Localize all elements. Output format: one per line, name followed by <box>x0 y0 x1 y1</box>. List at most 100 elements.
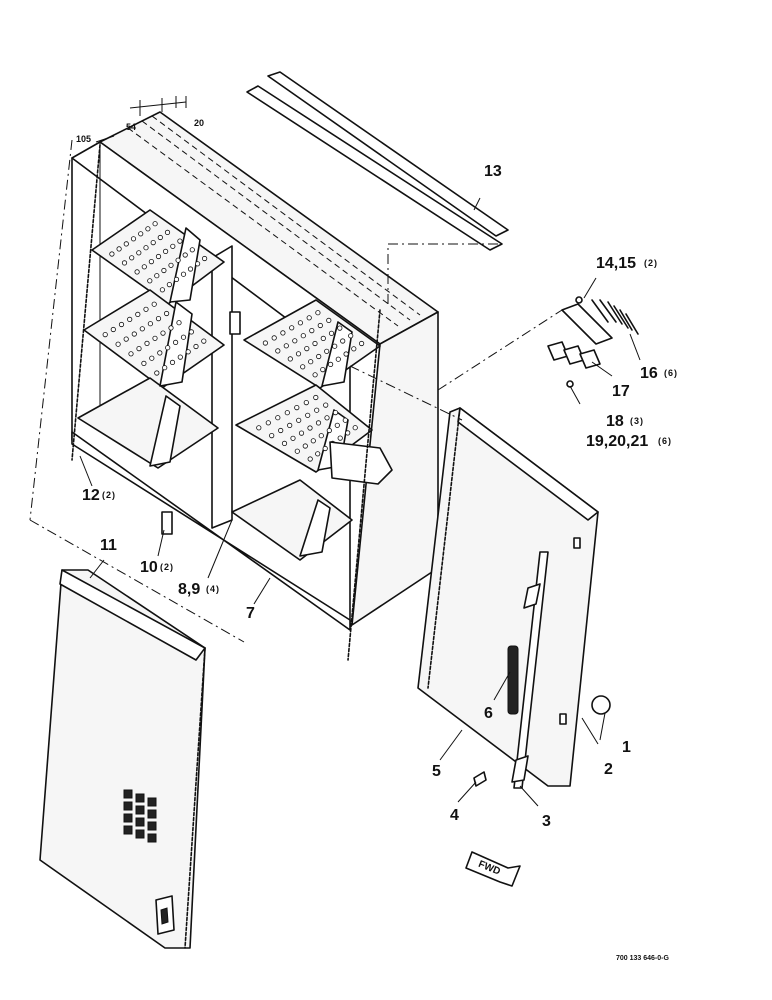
callout-8-9: 8,9 <box>178 581 200 598</box>
perforation-hole <box>262 340 268 346</box>
perforation-hole <box>348 333 354 339</box>
perforation-hole <box>134 269 140 275</box>
callout-10: 10 <box>140 559 158 576</box>
perforation-hole <box>164 310 170 317</box>
perforation-hole <box>327 361 334 367</box>
perforation-hole <box>164 229 171 235</box>
blocks-part-17 <box>547 341 601 369</box>
perforation-hole <box>313 394 319 401</box>
perforation-hole <box>315 310 321 316</box>
perforation-hole <box>187 266 194 272</box>
fitting-part-4 <box>473 771 487 787</box>
perforation-hole <box>351 346 357 352</box>
perforation-hole <box>149 355 155 361</box>
perforation-hole <box>310 438 316 444</box>
callout-6: 6 <box>484 705 493 722</box>
perforation-hole <box>139 326 145 332</box>
perforation-hole <box>165 345 171 351</box>
perforation-hole <box>283 343 289 349</box>
perforation-hole <box>287 422 293 428</box>
bracket-clip <box>229 311 241 335</box>
perforation-hole <box>121 260 128 266</box>
perforation-hole <box>265 420 271 426</box>
perforation-hole <box>135 311 141 317</box>
callout-16: 16 <box>640 365 658 382</box>
perforation-hole <box>318 433 324 439</box>
perforation-hole <box>334 422 340 428</box>
qty-14-15: (2) <box>644 258 658 268</box>
forward-direction-arrow: FWD <box>465 851 521 887</box>
callout-1: 1 <box>622 739 631 756</box>
callout-3: 3 <box>542 813 551 830</box>
perforation-hole <box>143 245 149 251</box>
dimension-54: 54 <box>126 122 136 132</box>
perforation-hole <box>151 301 157 307</box>
perforation-hole <box>148 258 154 265</box>
qty-12: (2) <box>102 490 116 500</box>
perforation-hole <box>157 234 163 241</box>
perforation-hole <box>162 365 168 371</box>
perforation-hole <box>195 261 201 267</box>
spring-part-6 <box>507 645 519 715</box>
knob-part-1 <box>591 695 611 715</box>
warning-decal <box>123 789 157 843</box>
perforation-hole <box>130 236 137 242</box>
perforation-hole <box>280 330 286 336</box>
perforation-hole <box>326 317 332 323</box>
perforation-hole <box>138 231 144 237</box>
hinge-rod-part-12 <box>71 144 101 461</box>
callout-12: 12 <box>82 487 100 504</box>
perforation-hole <box>317 322 323 329</box>
perforation-hole <box>306 315 312 321</box>
perforation-hole <box>160 330 166 336</box>
perforation-hole <box>152 221 158 227</box>
perforation-hole <box>161 267 167 274</box>
perforation-hole <box>141 360 147 366</box>
perforation-hole <box>271 335 277 341</box>
callout-5: 5 <box>432 763 441 780</box>
left-door-part-11 <box>39 569 206 949</box>
callout-2: 2 <box>604 761 613 778</box>
perforation-hole <box>307 425 313 431</box>
perforation-hole <box>314 407 320 413</box>
perforation-hole <box>168 262 174 268</box>
perforation-hole <box>294 448 300 454</box>
perforation-hole <box>275 348 281 354</box>
perforation-hole <box>128 351 134 357</box>
perforation-hole <box>312 340 318 347</box>
perforation-hole <box>307 456 313 462</box>
perforation-hole <box>304 345 310 352</box>
perforation-hole <box>176 320 182 326</box>
perforation-hole <box>340 338 346 344</box>
perforation-hole <box>256 425 262 431</box>
perforation-hole <box>320 366 326 373</box>
perforation-hole <box>118 321 125 328</box>
perforation-hole <box>127 316 133 322</box>
perforation-hole <box>202 255 208 262</box>
perforation-hole <box>345 430 351 436</box>
perforation-hole <box>322 445 328 452</box>
callout-labels: 13 14,15 (2) 16 (6) 17 18 (3) 12 (2) 11 … <box>76 118 677 962</box>
perforation-hole <box>110 326 116 333</box>
perforation-hole <box>296 417 302 423</box>
perforation-hole <box>305 412 311 418</box>
dimension-marks <box>95 96 187 143</box>
perforation-hole <box>141 264 147 270</box>
qty-19-20-21: (6) <box>658 436 672 446</box>
perforation-hole <box>136 345 142 352</box>
perforation-hole <box>182 252 188 258</box>
perforation-hole <box>308 359 314 365</box>
perforation-hole <box>147 278 153 284</box>
perforation-hole <box>343 351 349 357</box>
perforation-hole <box>123 241 129 247</box>
perforation-hole <box>298 430 305 436</box>
perforation-hole <box>326 427 332 434</box>
perforation-hole <box>201 338 207 344</box>
callout-4: 4 <box>450 807 459 824</box>
perforation-hole <box>144 340 150 346</box>
perforation-hole <box>302 443 308 449</box>
perforation-hole <box>163 248 169 254</box>
callout-7: 7 <box>246 605 255 622</box>
perforation-hole <box>300 364 306 370</box>
